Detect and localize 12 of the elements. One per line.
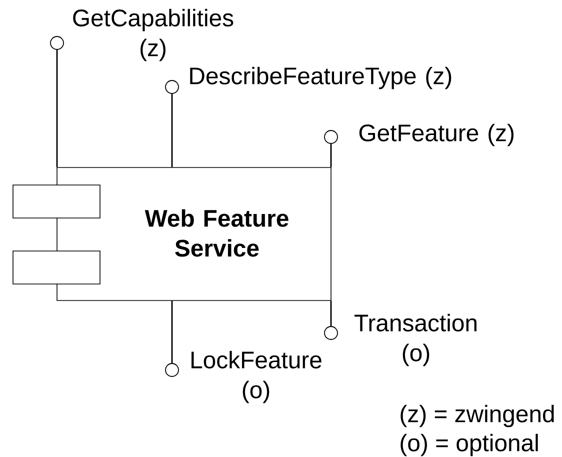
connector-line	[171, 94, 173, 168]
legend-note: (z) = zwingend	[400, 404, 554, 428]
node-label: GetFeature (z)	[359, 124, 514, 146]
legend-note: (o) = optional	[400, 434, 538, 456]
node-label: LockFeature (o)	[192, 350, 322, 404]
node-label: Transaction (o)	[354, 314, 476, 366]
connector-line	[171, 300, 173, 364]
connector-line	[330, 144, 332, 168]
component-box: Web Feature Service	[12, 167, 332, 301]
node-label: DescribeFeatureType (z)	[190, 66, 452, 90]
connector-line	[330, 300, 332, 326]
connector-line	[56, 50, 58, 168]
